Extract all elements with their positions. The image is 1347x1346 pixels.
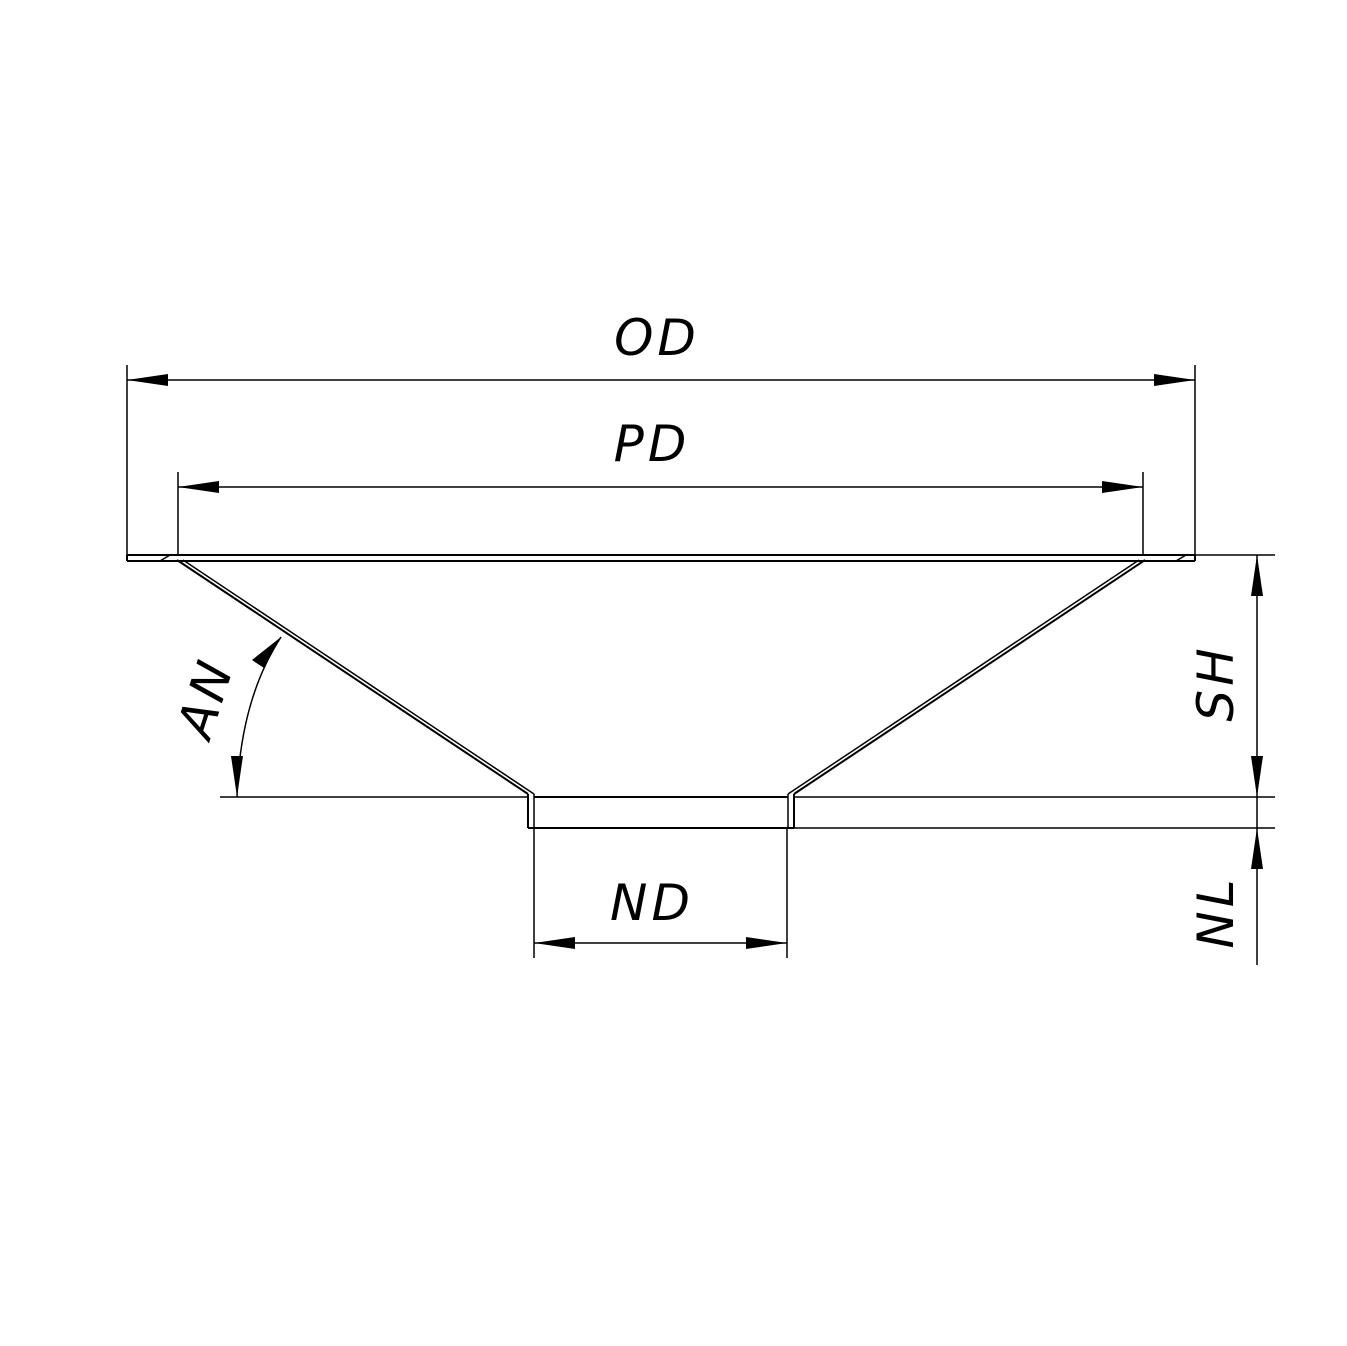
od-label: OD (614, 309, 700, 367)
nd-label: ND (610, 874, 694, 932)
extension-lines (126, 365, 1275, 958)
pd-dimension: PD (178, 415, 1143, 493)
neck (527, 794, 795, 829)
an-label: AN (165, 651, 246, 747)
pd-label: PD (614, 415, 691, 473)
sh-dimension: SH (1187, 555, 1263, 797)
od-dimension: OD (127, 309, 1195, 386)
top-flange (126, 554, 1196, 562)
cone-wall-right (787, 559, 1146, 795)
nl-dimension: NL (1187, 797, 1263, 965)
cone-wall-left (176, 559, 535, 795)
nl-label: NL (1187, 875, 1245, 948)
sh-label: SH (1187, 644, 1245, 721)
an-dimension: AN (165, 636, 282, 798)
nd-dimension: ND (534, 874, 787, 949)
